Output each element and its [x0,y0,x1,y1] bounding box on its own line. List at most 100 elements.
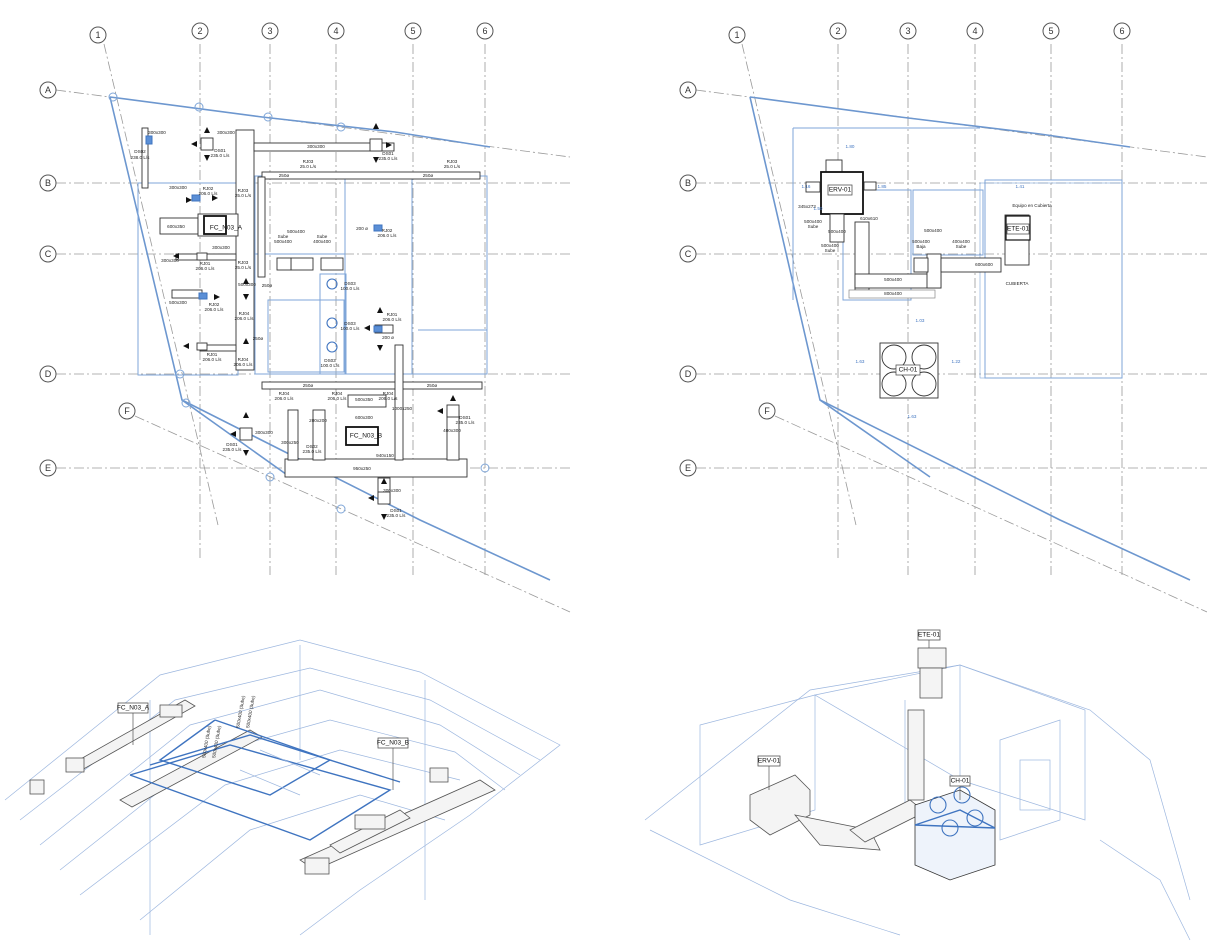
label-rj02-c-flow: 206.0 L/s [378,233,398,238]
grid-bubble-E: E [685,463,691,473]
duct-ds02-branch [141,127,149,189]
size-label: 300x300 [212,245,230,250]
label-rj01-c: RJ01 [387,312,398,317]
fan-icon [911,344,937,370]
size-label: 400x400 [313,239,331,244]
arrow [173,253,179,259]
grid-bubble-3: 3 [267,26,272,36]
label-rj02-flow: 206.0 L/s [199,191,219,196]
ds02-grille [145,135,153,145]
rj02-grille [191,194,201,202]
grid-bubble-6: 6 [1119,26,1124,36]
grid-bubble-A: A [45,85,51,95]
label-rj04-e-flow: 206.0 L/s [379,396,399,401]
iso-left-ducts [29,699,496,875]
size-label: 600x300 [355,415,373,420]
fan-icon [911,371,937,397]
size-label: 345x273 [798,204,816,209]
note-label: 250ø [253,336,264,341]
left-floor-plan: 1 2 3 4 5 6 A B C D F E [39,22,571,613]
label-ds02-b-flow: 235.0 L/s [303,449,323,454]
size-label: 500x400 [287,229,305,234]
arrow [214,294,220,300]
right-grid [695,43,1207,613]
grid-bubble-4: 4 [972,26,977,36]
label-rj04-b-flow: 206.0 L/s [234,362,254,367]
grid-bubble-4: 4 [333,26,338,36]
iso-box [29,779,45,795]
duct-x-box [276,257,292,271]
label-ds01-c-flow: 235.0 L/s [223,447,243,452]
arrow [204,127,210,133]
size-label: 500x400 [804,219,822,224]
duct-500x400-up [926,253,942,289]
size-label: 300x300 [383,488,401,493]
note-label: 250ø [303,383,314,388]
iso-erv-connector [849,799,926,843]
grid-bubble-F: F [764,406,770,416]
iso-box [354,814,386,830]
isometric-ducts-view: FC_N03_A FC_N03_B 500x400 (Sube) 500x400… [4,639,561,936]
fan-icon [941,819,959,837]
arrow [377,345,383,351]
arrow [373,123,379,129]
air-terminals [145,135,460,505]
iso-ete-riser [919,667,943,699]
dim-label: 1.22 [952,359,961,364]
arrow [450,395,456,401]
grid-bubble-5: 5 [1048,26,1053,36]
iso-fc-n03-b-tag: FC_N03_B [377,740,409,747]
iso-box [429,767,449,783]
grid-bubble-A: A [685,85,691,95]
left-grid [55,43,571,613]
duct-300x250 [287,409,299,461]
arrow [243,412,249,418]
label-ds01-b-flow: 235.0 L/s [379,156,399,161]
size-label: 300x300 [255,430,273,435]
dim-label: 1.03 [916,318,925,323]
label-rj01-flow: 206.0 L/s [196,266,216,271]
size-label: 600x350 [167,224,185,229]
label-ds03: DS03 [344,281,356,286]
grid-line-1 [103,43,219,526]
iso-ch-01 [914,789,996,881]
grid-bubble-3: 3 [905,26,910,36]
note-label: Sube [808,224,819,229]
size-label: 500x400 [924,228,942,233]
label-rj04-flow: 206.0 L/s [235,316,255,321]
iso-duct-shaft [907,709,925,801]
iso-note: 500x400 (Sube) [245,695,256,729]
erv-left-box [805,181,821,193]
label-rj03-d-flow: 25.0 L/s [235,265,252,270]
label-rj04-e: RJ04 [383,391,394,396]
erv-top-box [825,159,843,173]
size-label: 500x400 [274,239,292,244]
label-ds01-e: DS01 [390,508,402,513]
250-duct [261,171,481,180]
dim-label: 1.63 [856,359,865,364]
duct-400x400 [320,257,344,271]
duct-500x400 [290,257,314,271]
note-label: 250ø [427,383,438,388]
arrow [373,157,379,163]
erv-01-label: ERV-01 [829,187,852,194]
fan-icon [881,371,907,397]
note-label: CUBIERTA [1006,281,1030,286]
ds01-terminal [200,137,214,151]
note-label: Equipo en Cubierta [1012,203,1052,208]
arrow [204,155,210,161]
size-label: 500x400 [884,277,902,282]
left-ducts [141,127,483,504]
label-ds01-d: DS01 [459,415,471,420]
note-label: 250ø [423,173,434,178]
iso-note: 500x400 (Sube) [211,725,222,759]
label-rj03-c-flow: 25.0 L/s [235,193,252,198]
ds01-terminal-b [369,138,383,152]
arrow [437,408,443,414]
note-label: Sube [317,234,328,239]
size-label: 300x300 [217,130,235,135]
ds01-terminal-e [377,491,391,505]
size-label: 1000x250 [392,406,413,411]
label-ds01-flow: 235.0 L/s [211,153,231,158]
